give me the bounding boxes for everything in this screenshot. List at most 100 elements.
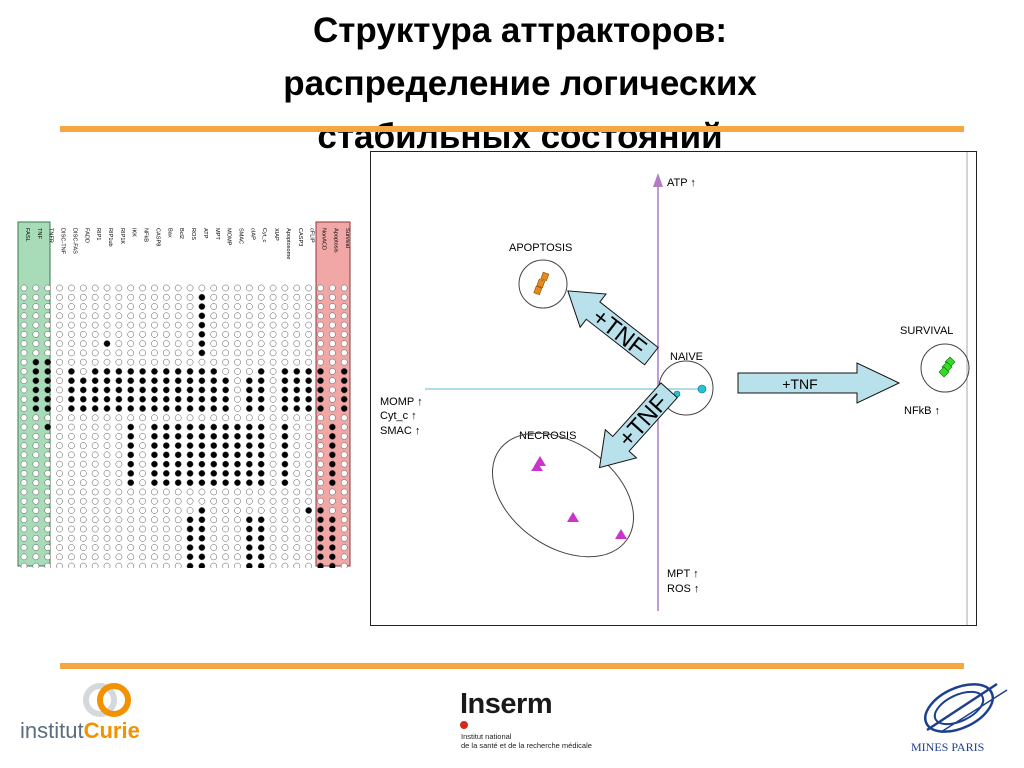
matrix-cell xyxy=(139,368,146,375)
matrix-column-header: Cyt_c xyxy=(261,228,267,243)
matrix-cell xyxy=(269,553,277,561)
matrix-cell xyxy=(103,303,111,310)
matrix-cell xyxy=(68,284,75,292)
matrix-cell xyxy=(245,507,253,514)
matrix-cell xyxy=(115,497,123,505)
matrix-cell xyxy=(340,497,348,505)
matrix-cell xyxy=(234,414,241,422)
matrix-cell xyxy=(151,377,158,385)
matrix-cell xyxy=(32,432,40,440)
matrix-cell xyxy=(234,497,241,505)
matrix-cell xyxy=(32,525,40,533)
matrix-cell xyxy=(210,340,218,347)
matrix-cell xyxy=(174,395,182,403)
matrix-cell xyxy=(329,525,336,533)
matrix-column-header: CASP3 xyxy=(297,228,303,246)
matrix-column-header: CASP8 xyxy=(154,228,160,246)
matrix-cell xyxy=(269,534,277,542)
matrix-cell xyxy=(32,451,40,459)
matrix-cell xyxy=(103,368,111,375)
matrix-cell xyxy=(317,386,324,394)
matrix-cell xyxy=(269,432,277,440)
matrix-cell xyxy=(115,386,123,394)
matrix-cell xyxy=(32,534,40,542)
matrix-cell xyxy=(174,479,182,487)
matrix-cell xyxy=(68,386,75,394)
curie-text-b: Curie xyxy=(83,718,140,743)
matrix-cell xyxy=(317,516,324,524)
matrix-cell xyxy=(329,349,336,357)
mines-paris-text: MINES PARIS xyxy=(911,740,985,754)
matrix-cell xyxy=(139,507,146,514)
matrix-cell xyxy=(293,488,301,496)
matrix-cell xyxy=(115,331,123,338)
matrix-cell xyxy=(91,470,99,477)
matrix-cell xyxy=(281,368,289,375)
mpt-label: MPT ↑ xyxy=(667,568,699,580)
matrix-cell xyxy=(257,303,265,310)
matrix-cell xyxy=(340,405,348,412)
matrix-cell xyxy=(91,312,99,320)
matrix-cell xyxy=(257,377,265,385)
apoptosis-label: APOPTOSIS xyxy=(509,242,572,254)
matrix-cell xyxy=(198,553,206,561)
matrix-cell xyxy=(305,386,312,394)
matrix-column-header: Bax xyxy=(166,228,172,238)
matrix-cell xyxy=(103,553,111,561)
matrix-cell xyxy=(329,340,336,347)
matrix-cell xyxy=(162,525,170,533)
matrix-cell xyxy=(44,303,52,310)
matrix-cell xyxy=(68,460,75,468)
matrix-cell xyxy=(44,525,52,533)
matrix-cell xyxy=(20,516,28,524)
matrix-cell xyxy=(234,507,241,514)
matrix-cell xyxy=(127,516,135,524)
matrix-cell xyxy=(269,479,277,487)
matrix-cell xyxy=(293,432,301,440)
matrix-cell xyxy=(56,553,63,561)
matrix-cell xyxy=(174,470,182,477)
matrix-cell xyxy=(32,386,40,394)
matrix-cell xyxy=(269,562,277,568)
matrix-cell xyxy=(281,293,289,301)
matrix-cell xyxy=(32,479,40,487)
matrix-cell xyxy=(174,321,182,329)
matrix-cell xyxy=(32,358,40,366)
matrix-cell xyxy=(257,358,265,366)
matrix-cell xyxy=(234,377,241,385)
matrix-cell xyxy=(305,358,312,366)
matrix-cell xyxy=(340,516,348,524)
matrix-cell xyxy=(245,497,253,505)
matrix-cell xyxy=(91,432,99,440)
matrix-cell xyxy=(79,553,87,561)
matrix-cell xyxy=(234,544,241,551)
matrix-cell xyxy=(317,451,324,459)
matrix-cell xyxy=(151,368,158,375)
matrix-column-header: RIP1 xyxy=(95,228,101,240)
matrix-cell xyxy=(151,497,158,505)
survival-states xyxy=(938,356,956,378)
matrix-cell xyxy=(293,544,301,551)
matrix-cell xyxy=(210,451,218,459)
matrix-cell xyxy=(198,544,206,551)
necrosis-label: NECROSIS xyxy=(519,430,576,442)
matrix-cell xyxy=(186,553,194,561)
matrix-cell xyxy=(222,432,229,440)
matrix-cell xyxy=(20,534,28,542)
matrix-cell xyxy=(305,497,312,505)
matrix-cell xyxy=(68,405,75,412)
matrix-cell xyxy=(127,451,135,459)
matrix-cell xyxy=(32,460,40,468)
matrix-cell xyxy=(162,553,170,561)
matrix-cell xyxy=(222,293,229,301)
matrix-cell xyxy=(317,423,324,431)
matrix-cell xyxy=(103,414,111,422)
matrix-cell xyxy=(174,284,182,292)
matrix-cell xyxy=(115,349,123,357)
matrix-cell xyxy=(115,368,123,375)
title-line-2: распределение логических xyxy=(283,64,757,103)
matrix-cell xyxy=(305,312,312,320)
matrix-cell xyxy=(151,321,158,329)
matrix-cell xyxy=(139,293,146,301)
matrix-cell xyxy=(293,414,301,422)
